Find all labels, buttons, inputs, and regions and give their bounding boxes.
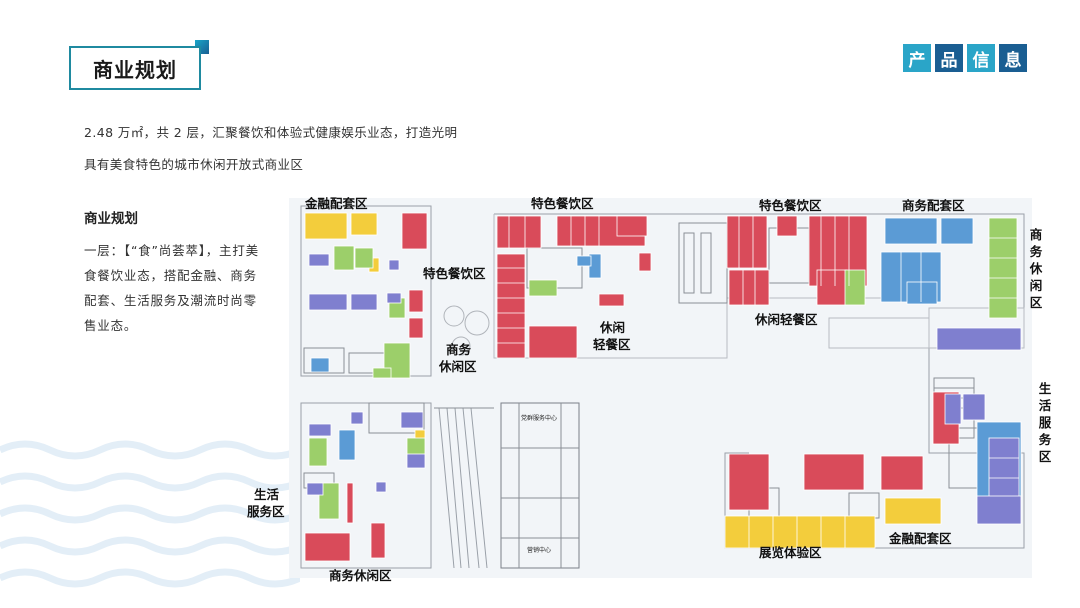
zone-exhibition: 展览体验区 [759,545,822,560]
zone-leisure-light-mid-b: 轻餐区 [593,337,631,352]
zone-business-support-top-right: 商务配套区 [902,198,965,213]
info-tile-1: 产 [903,44,931,72]
party-service-label: 党群服务中心 [521,414,557,422]
page-title-box: 商业规划 [69,46,201,90]
floor-plan: 党群服务中心 营销中心 金融配套区 特色餐饮区 特色餐饮区 特色餐饮区 商务配套… [247,196,1051,583]
product-info-badge: 产 品 信 息 [903,44,1027,72]
zone-leisure-light-right: 休闲轻餐区 [755,312,818,327]
intro-line-1: 2.48 万㎡，共 2 层，汇聚餐饮和体验式健康娱乐业态，打造光明 [84,125,458,140]
intro-line-2: 具有美食特色的城市休闲开放式商业区 [84,157,304,172]
zone-leisure-light-mid-a: 休闲 [600,320,626,335]
zone-finance-bottom-right: 金融配套区 [889,531,952,546]
zone-business-leisure-center-a: 商务 [446,342,472,357]
wave-decoration [0,440,300,588]
zone-dining-top-mid: 特色餐饮区 [531,196,594,211]
page-title: 商业规划 [93,57,177,82]
zone-finance-top-left: 金融配套区 [305,196,368,211]
zone-life-service-right: 生活服务区 [1038,381,1052,464]
zone-life-service-left-a: 生活 [254,487,280,502]
zone-life-service-left-b: 服务区 [247,504,285,519]
zone-dining-top-right: 特色餐饮区 [759,198,822,213]
zone-business-leisure-bottom: 商务休闲区 [329,568,392,583]
info-tile-3: 信 [967,44,995,72]
floor-plan-drawing: 党群服务中心 营销中心 [300,205,1025,569]
zone-business-leisure-center-b: 休闲区 [439,359,477,374]
sales-center-label: 营销中心 [527,546,551,554]
zone-dining-center-left: 特色餐饮区 [423,266,486,281]
section-paragraph: 一层：【“食”尚荟萃】，主打美食餐饮业态，搭配金融、商务配套、生活服务及潮流时尚… [84,243,259,333]
zone-business-leisure-right: 商务休闲区 [1029,227,1043,310]
info-tile-4: 息 [999,44,1027,72]
section-heading: 商业规划 [84,211,138,227]
info-tile-2: 品 [935,44,963,72]
